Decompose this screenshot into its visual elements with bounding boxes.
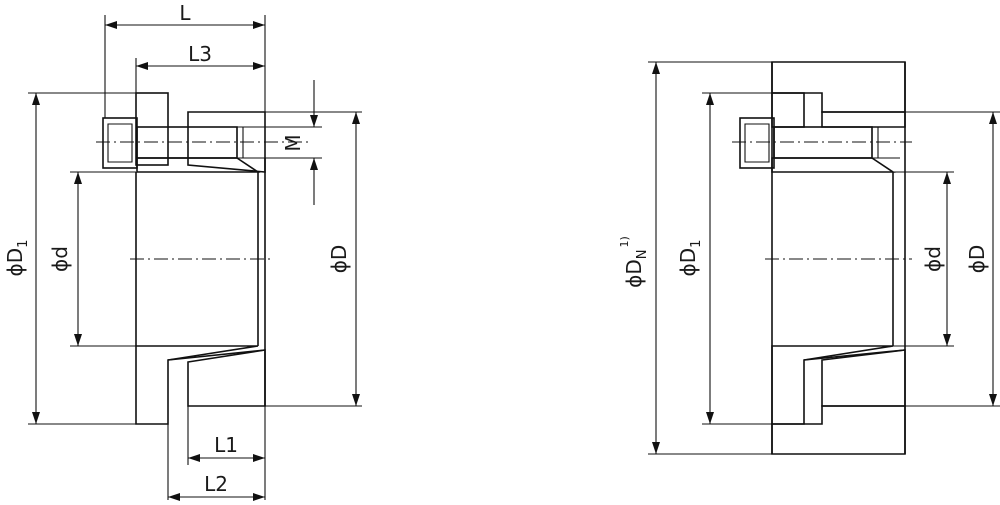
dim-l2-label: L2 — [204, 472, 228, 496]
right-dia-d1-label: ϕD1 — [676, 240, 704, 277]
left-upper-section — [96, 92, 312, 173]
dia-dn-label: ϕDN1) — [618, 236, 650, 288]
dim-m-label: M — [281, 134, 305, 151]
dim-l-label: L — [179, 1, 191, 25]
right-extension-lines — [648, 61, 1000, 455]
right-hub-section — [771, 61, 906, 455]
dia-d1-label: ϕD1 — [3, 240, 31, 277]
left-lower-section — [135, 345, 266, 425]
right-dia-small-d-label: ϕd — [921, 246, 945, 272]
right-view: ϕDN1) ϕD1 ϕd ϕD — [618, 61, 1000, 455]
right-bolt-shank — [773, 126, 873, 159]
left-dimension-lines — [32, 21, 360, 501]
right-dimension-lines — [652, 62, 997, 454]
right-bore — [765, 62, 912, 454]
dia-small-d-label: ϕd — [48, 246, 72, 272]
dia-big-d-label: ϕD — [327, 245, 351, 274]
left-view: L L3 L1 L2 M ϕD1 ϕd ϕD — [3, 1, 362, 501]
dim-l1-label: L1 — [214, 433, 238, 457]
left-bore — [130, 158, 272, 406]
bolt-shank — [136, 126, 238, 159]
dim-l3-label: L3 — [188, 42, 212, 66]
right-dia-big-d-label: ϕD — [965, 245, 989, 274]
